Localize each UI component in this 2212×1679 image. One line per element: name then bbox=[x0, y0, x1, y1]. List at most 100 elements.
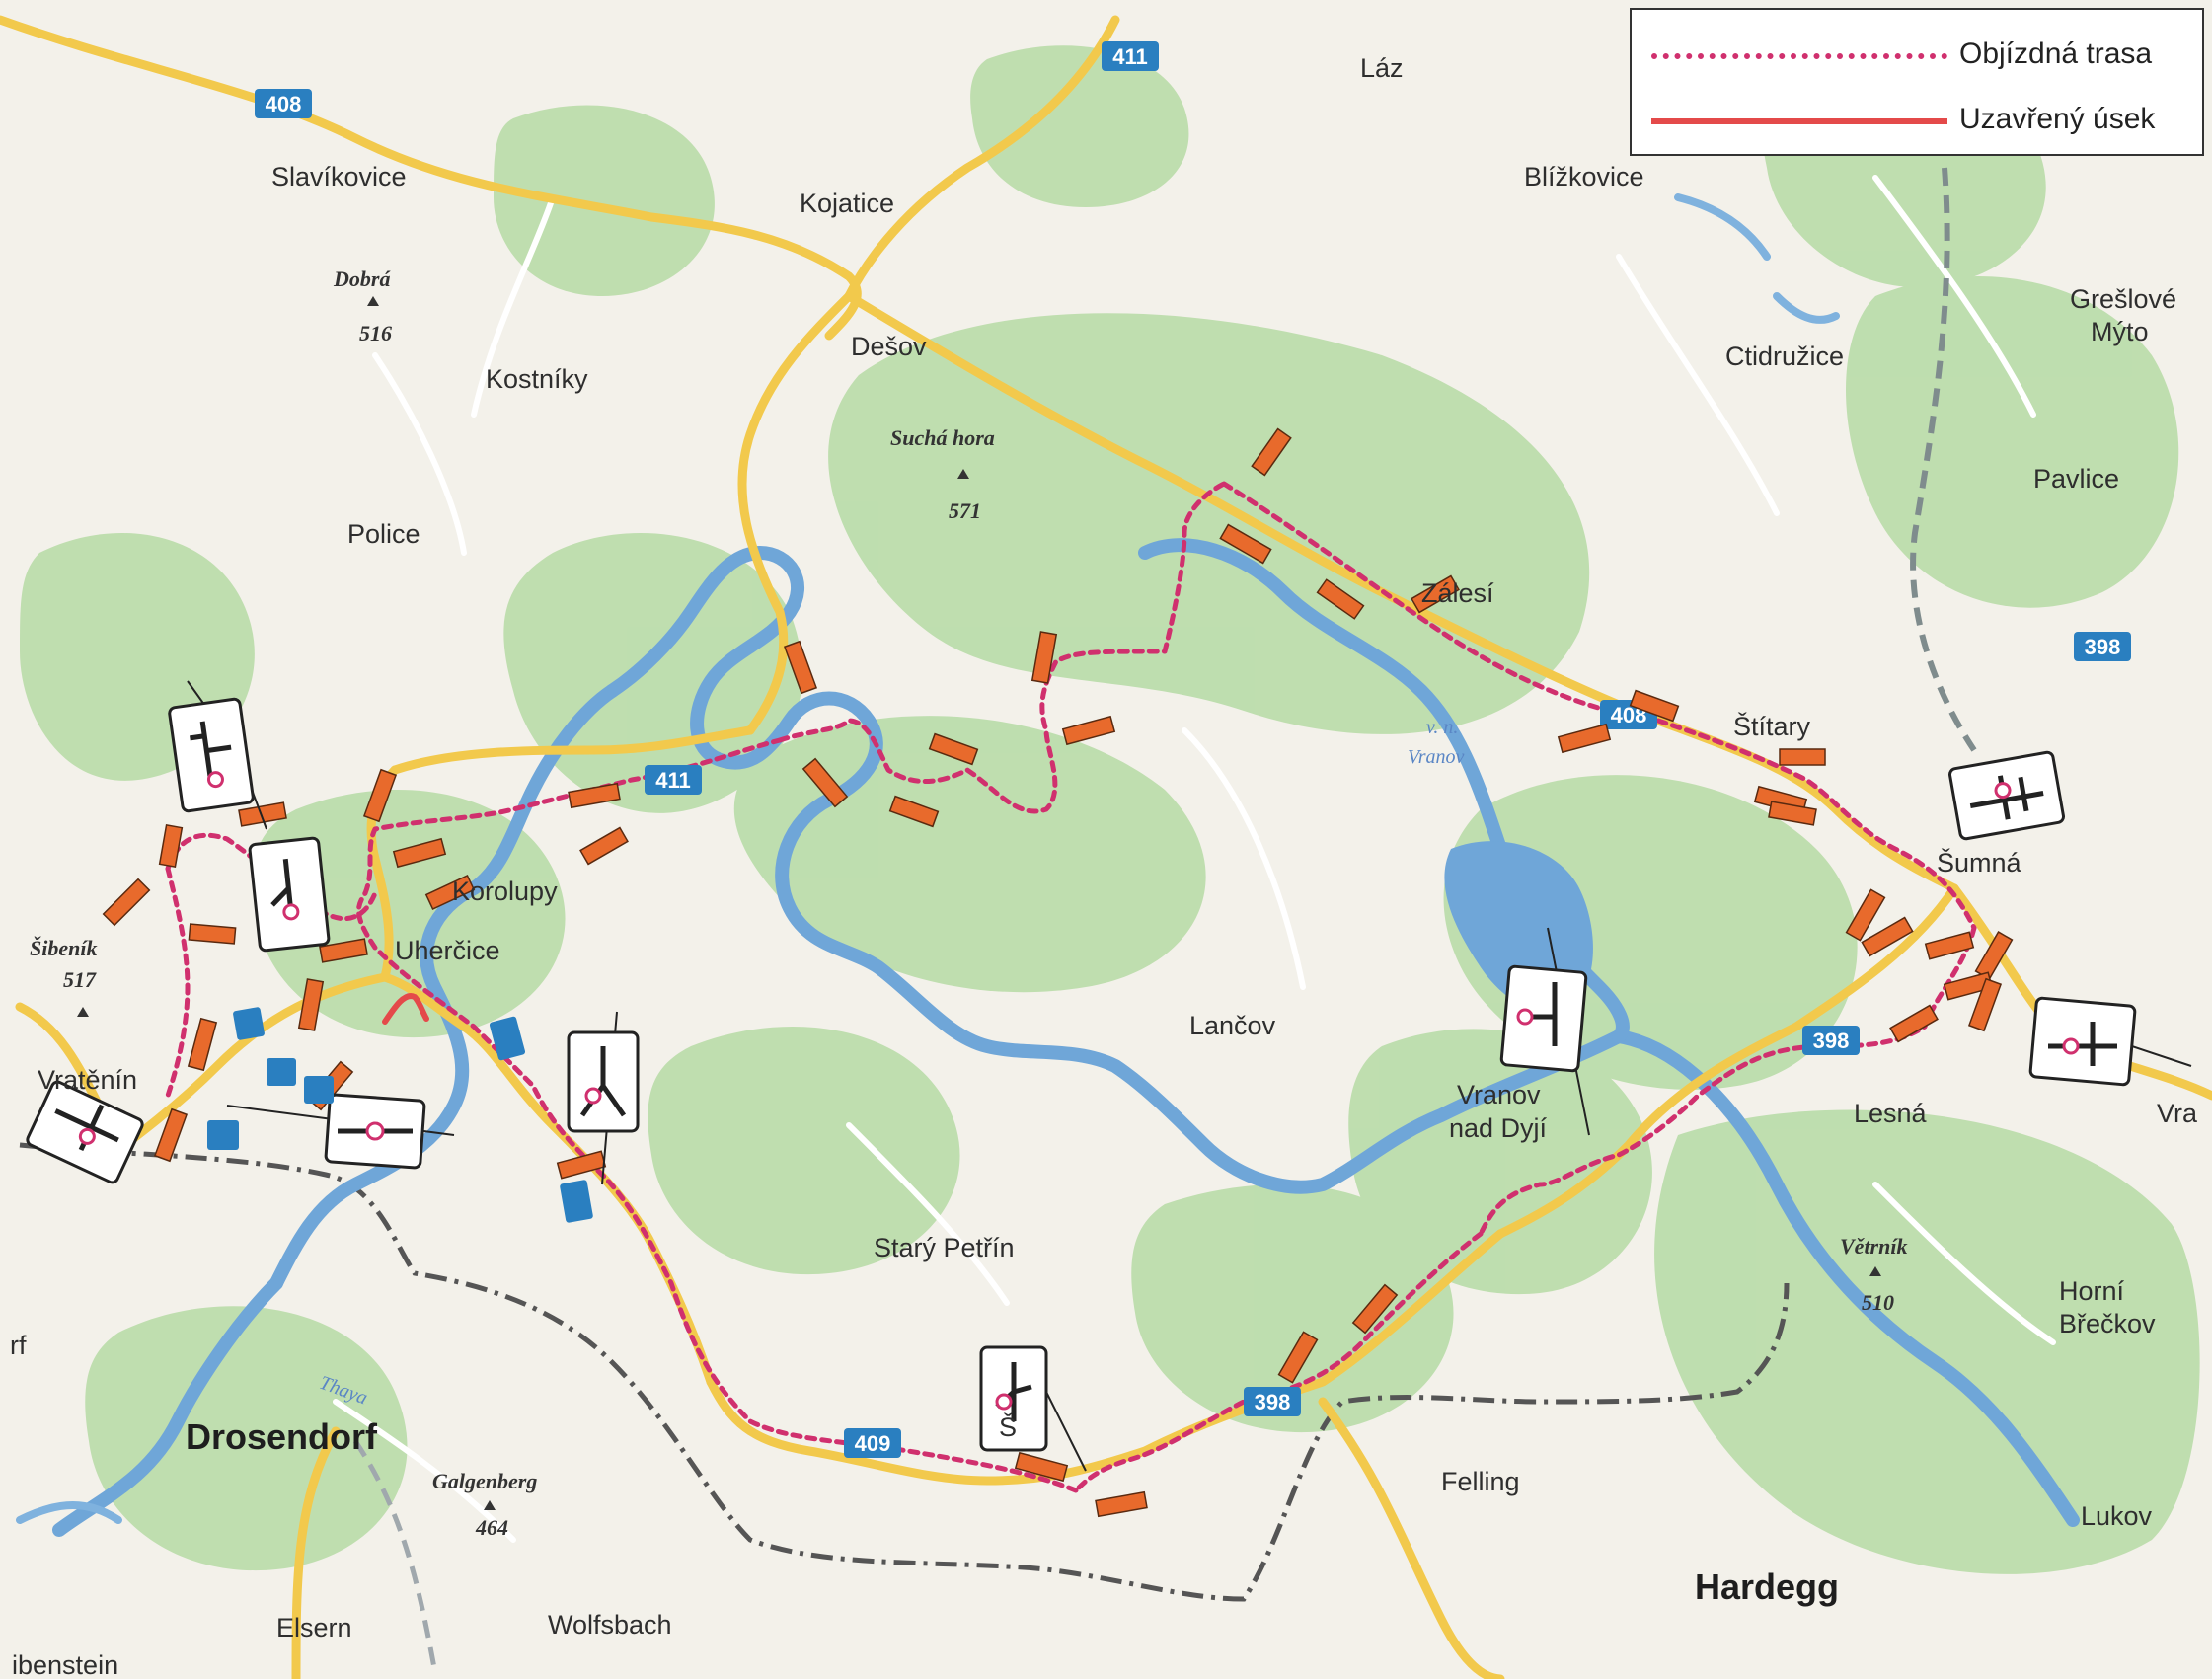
road-shield-398-lesna: 398 bbox=[1802, 1026, 1860, 1055]
detour-sign bbox=[297, 978, 325, 1031]
reservoir-label-2: Vranov bbox=[1408, 746, 1465, 768]
board-stary-petrin bbox=[979, 1345, 1087, 1472]
peak-galgenberg-marker bbox=[484, 1500, 496, 1510]
svg-text:398: 398 bbox=[2085, 635, 2121, 659]
svg-text:411: 411 bbox=[655, 768, 691, 793]
closed-section bbox=[382, 993, 429, 1025]
peak-sucha-hora-elevation: 571 bbox=[949, 498, 981, 523]
minor-roads bbox=[333, 175, 2056, 1543]
detour-sign bbox=[102, 878, 151, 927]
place-kojatice: Kojatice bbox=[800, 189, 894, 218]
detour-sign bbox=[801, 757, 849, 808]
peak-galgenberg: Galgenberg bbox=[432, 1469, 537, 1493]
board-slavikovice-branch bbox=[168, 680, 267, 830]
legend-closed-label: Uzavřený úsek bbox=[1959, 103, 2156, 135]
detour-sign bbox=[1014, 1451, 1069, 1483]
place-nad-dyji: nad Dyjí bbox=[1449, 1113, 1548, 1143]
info-boards bbox=[26, 680, 2192, 1472]
place-hardegg: Hardegg bbox=[1695, 1566, 1839, 1607]
place-drosendorf: Drosendorf bbox=[186, 1416, 378, 1457]
detour-sign bbox=[1924, 931, 1975, 960]
reservoir-label-1: v. n. bbox=[1426, 717, 1458, 738]
svg-text:408: 408 bbox=[266, 92, 302, 116]
place-kostniky: Kostníky bbox=[486, 364, 588, 394]
place-myto: Mýto bbox=[2091, 317, 2149, 346]
place-korolupy: Korolupy bbox=[452, 877, 558, 906]
forest-areas bbox=[20, 45, 2200, 1574]
place-horni: Horní bbox=[2059, 1276, 2125, 1306]
peak-galgenberg-elevation: 464 bbox=[475, 1515, 508, 1540]
place-vra-cut: Vra bbox=[2157, 1099, 2198, 1128]
peak-dobra: Dobrá bbox=[333, 267, 391, 291]
place-pavlice: Pavlice bbox=[2033, 464, 2119, 494]
place-labels: Slavíkovice Kojatice Láz Blížkovice Greš… bbox=[10, 53, 2198, 1679]
peak-labels: Dobrá 516 Suchá hora 571 Šibeník 517 Vět… bbox=[30, 267, 1907, 1540]
legend-detour-label: Objízdná trasa bbox=[1959, 38, 2153, 70]
place-vratenin: Vratěnín bbox=[38, 1065, 137, 1095]
detour-sign bbox=[153, 1107, 189, 1163]
detour-sign bbox=[1411, 574, 1460, 614]
svg-text:409: 409 bbox=[855, 1431, 891, 1456]
detour-sign bbox=[1889, 1004, 1939, 1043]
detour-sign bbox=[1351, 1283, 1399, 1335]
blue-info-signs bbox=[207, 1007, 593, 1223]
detour-sign bbox=[1095, 1490, 1148, 1518]
place-sv-cut: Š bbox=[999, 1412, 1017, 1442]
peak-sibenik-marker bbox=[77, 1007, 89, 1017]
detour-sign bbox=[1030, 631, 1058, 684]
road-shield-398-s: 398 bbox=[1244, 1387, 1301, 1416]
detour-signs bbox=[102, 427, 2014, 1518]
detour-sign bbox=[424, 875, 476, 910]
svg-text:398: 398 bbox=[1255, 1390, 1291, 1414]
peak-sibenik: Šibeník bbox=[30, 936, 97, 960]
detour-sign bbox=[1845, 888, 1886, 942]
peak-sucha-hora: Suchá hora bbox=[890, 425, 995, 450]
railway bbox=[1910, 167, 1977, 752]
detour-sign bbox=[1316, 578, 1365, 620]
detour-sign bbox=[1277, 1331, 1319, 1384]
place-blizkovice: Blížkovice bbox=[1524, 162, 1644, 191]
other-water bbox=[16, 193, 1840, 1524]
place-slavikovice: Slavíkovice bbox=[271, 162, 407, 191]
place-stary-petrin: Starý Petřín bbox=[874, 1233, 1015, 1262]
place-uhercice: Uherčice bbox=[395, 936, 500, 965]
svg-text:398: 398 bbox=[1813, 1029, 1850, 1053]
peak-dobra-marker bbox=[367, 296, 379, 306]
detour-sign bbox=[556, 1150, 607, 1180]
detour-sign bbox=[1861, 916, 1914, 957]
detour-sign bbox=[579, 826, 629, 866]
detour-sign bbox=[783, 640, 818, 695]
detour-sign bbox=[888, 795, 940, 828]
road-shield-408-e: 408 bbox=[1600, 700, 1657, 729]
place-eibenstein-cut: ibenstein bbox=[12, 1650, 118, 1679]
detour-sign bbox=[158, 824, 184, 868]
railway-at bbox=[352, 1439, 437, 1669]
detour-sign bbox=[1768, 801, 1817, 826]
place-lancov: Lančov bbox=[1189, 1011, 1276, 1040]
place-rf-cut: rf bbox=[10, 1331, 27, 1360]
peak-vetrnik-marker bbox=[1869, 1266, 1881, 1276]
detour-sign bbox=[187, 1017, 218, 1072]
place-sumna: Šumná bbox=[1937, 847, 2022, 878]
place-ctidruzice: Ctidružice bbox=[1725, 342, 1844, 371]
legend-detour-swatch bbox=[1651, 53, 1947, 59]
detour-sign bbox=[1629, 689, 1680, 723]
detour-sign bbox=[1967, 977, 2003, 1032]
place-vranov: Vranov bbox=[1457, 1080, 1541, 1109]
state-border bbox=[19, 1142, 1790, 1602]
place-wolfsbach: Wolfsbach bbox=[548, 1610, 672, 1640]
peak-vetrnik: Větrník bbox=[1840, 1234, 1907, 1259]
place-elsern: Elsern bbox=[276, 1613, 352, 1642]
svg-text:411: 411 bbox=[1112, 44, 1148, 69]
board-uhercice bbox=[248, 836, 331, 953]
board-lesna bbox=[2028, 996, 2192, 1087]
board-lower-uhercice bbox=[567, 1011, 640, 1185]
place-police: Police bbox=[347, 519, 420, 549]
detour-sign bbox=[362, 768, 398, 823]
detour-sign bbox=[1779, 748, 1826, 766]
road-shield-411-n: 411 bbox=[1102, 41, 1159, 71]
place-zalesi: Zálesí bbox=[1421, 578, 1494, 608]
legend-closed-swatch bbox=[1651, 118, 1947, 124]
place-lukov: Lukov bbox=[2081, 1501, 2153, 1531]
